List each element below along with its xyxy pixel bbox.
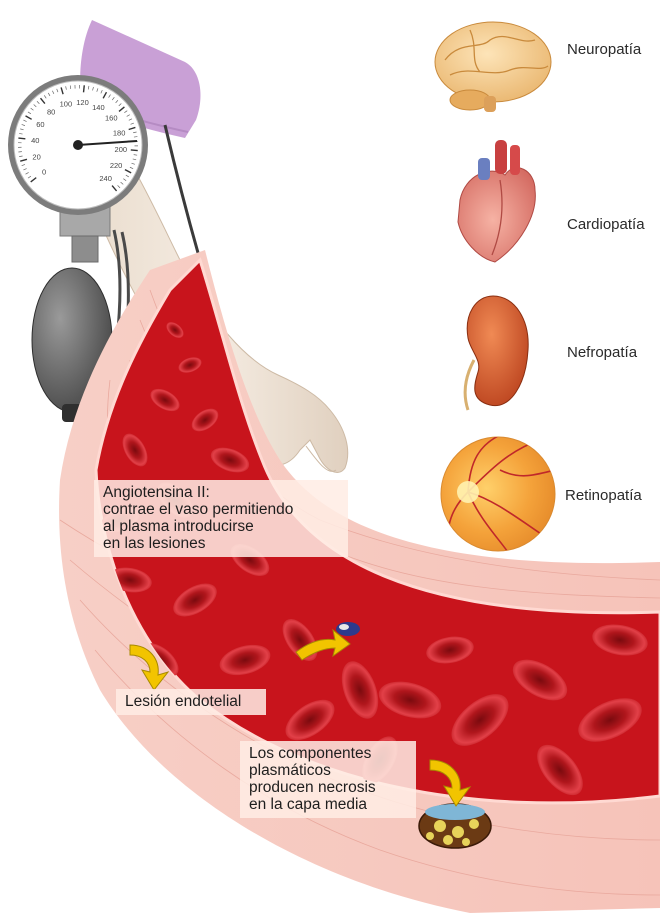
gauge-tick-label: 140 xyxy=(92,103,105,112)
callout-necrosis: Los componentes plasmáticos producen nec… xyxy=(240,741,416,818)
callout-lesion: Lesión endotelial xyxy=(116,689,266,715)
gauge-tick-label: 100 xyxy=(60,100,73,109)
gauge-tick-label: 80 xyxy=(47,107,55,116)
gauge-tick-mark xyxy=(18,138,25,139)
organ-label-kidney: Nefropatía xyxy=(567,344,637,361)
gauge-tick-label: 120 xyxy=(76,98,89,107)
necrosis-plaque xyxy=(419,804,491,848)
callout-line: producen necrosis xyxy=(249,779,408,796)
callout-angiotensin: Angiotensina II: contrae el vaso permiti… xyxy=(94,480,348,557)
gauge-tick-label: 180 xyxy=(113,128,126,137)
organ-label-brain: Neuropatía xyxy=(567,41,641,58)
gauge-tick-label: 20 xyxy=(32,153,40,162)
gauge-tick-mark xyxy=(84,85,85,92)
gauge-tick-label: 40 xyxy=(31,136,39,145)
organ-label-heart: Cardiopatía xyxy=(567,216,645,233)
brain-icon xyxy=(435,22,551,112)
gauge-tick-label: 220 xyxy=(110,161,123,170)
kidney-icon xyxy=(465,296,528,410)
gauge-tick-label: 60 xyxy=(36,120,44,129)
callout-line: Lesión endotelial xyxy=(125,693,258,710)
gauge-tick-label: 240 xyxy=(99,174,112,183)
heart-icon xyxy=(458,140,535,262)
endothelial-lesion xyxy=(336,622,360,636)
gauge-tick-label: 160 xyxy=(105,114,118,123)
callout-line: Los componentes xyxy=(249,745,408,762)
callout-line: plasmáticos xyxy=(249,762,408,779)
organ-label-retina: Retinopatía xyxy=(565,487,642,504)
callout-line: en la capa media xyxy=(249,796,408,813)
retina-icon xyxy=(441,435,555,555)
gauge-tick-label: 200 xyxy=(115,145,128,154)
callout-line: contrae el vaso permitiendo xyxy=(103,501,340,518)
callout-line: en las lesiones xyxy=(103,535,340,552)
callout-line: al plasma introducirse xyxy=(103,518,340,535)
callout-line: Angiotensina II: xyxy=(103,484,340,501)
gauge-tick-label: 0 xyxy=(42,167,46,176)
gauge-tick-mark xyxy=(131,150,138,151)
